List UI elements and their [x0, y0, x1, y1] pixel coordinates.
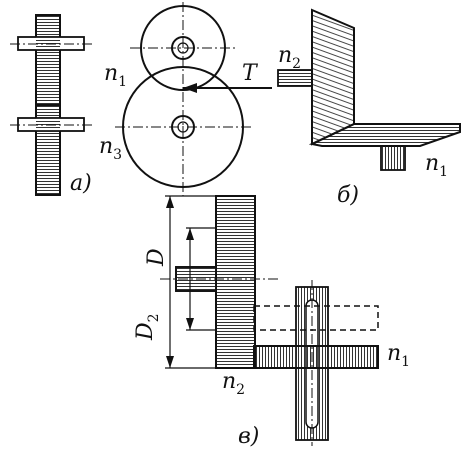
bevel-wheel-vertical: [311, 8, 355, 146]
label-n2-panel-v: n2: [222, 369, 245, 398]
label-n2-panel-b: n2: [278, 43, 301, 72]
horizontal-input-shaft: [277, 69, 313, 87]
label-n1-panel-v: n1: [387, 341, 410, 370]
panel-b-bevel-friction: n2 n1 б): [277, 8, 461, 208]
panel-a-front-view: n1 n3 T а): [70, 2, 272, 196]
large-friction-wheel: [215, 195, 256, 369]
label-t-panel-a: T: [242, 61, 259, 86]
friction-disk: [253, 345, 379, 369]
label-d-panel-v: D: [144, 248, 169, 267]
vertical-output-shaft: [380, 145, 406, 171]
label-n1-panel-b: n1: [425, 151, 448, 180]
caption-panel-v: в): [238, 424, 259, 449]
panel-v-disk-friction: D D2 n1 n2 в): [133, 195, 410, 449]
disk-alternate-position: [253, 305, 379, 331]
panel-a-side-view: [10, 14, 92, 196]
caption-panel-a: а): [70, 171, 92, 196]
label-n1-panel-a: n1: [104, 61, 127, 90]
caption-panel-b: б): [337, 183, 359, 208]
label-n3-panel-a: n3: [99, 134, 122, 163]
label-d2-panel-v: D2: [133, 313, 162, 341]
